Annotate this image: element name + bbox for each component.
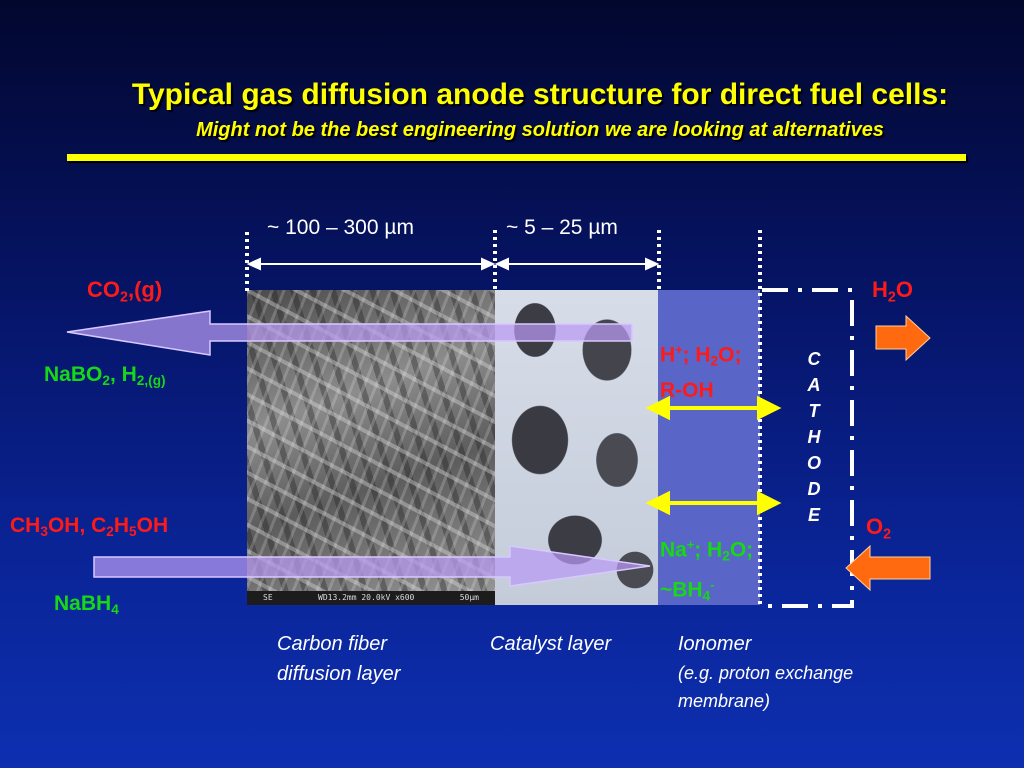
oxygen-in-arrow — [845, 544, 931, 592]
catalyst-layer-caption: Catalyst layer — [490, 633, 612, 655]
ionomer-note-line1: (e.g. proton exchange — [678, 663, 854, 683]
oxygen-text: O — [866, 514, 884, 539]
sodium-text: Na — [660, 538, 687, 562]
proton-water-subscript: 2 — [710, 353, 719, 369]
cathode-letter: T — [808, 401, 820, 421]
co2-state: ,(g) — [127, 277, 163, 302]
water-subscript: 2 — [887, 289, 896, 306]
methanol-text: CH — [10, 514, 41, 537]
cathode-label: C A T H O D E — [802, 346, 826, 528]
co2-gas-label: CO2,(g) — [87, 277, 162, 305]
cathode-letter: C — [807, 349, 821, 369]
oxygen-reactant-label: O2 — [866, 514, 891, 542]
borohydride-text: ~BH — [660, 578, 703, 602]
ethanol-text-c: OH — [136, 514, 169, 537]
proton-species-label: H+; H2O; R-OH — [660, 336, 741, 405]
sem-info-strip: SE WD13.2mm 20.0kV x600 50µm — [247, 591, 495, 605]
carbon-fiber-micrograph: SE WD13.2mm 20.0kV x600 50µm — [247, 290, 495, 605]
nabo2-text: NaBO — [44, 363, 103, 386]
nabh4-label: NaBH4 — [54, 592, 119, 617]
ionomer-note-line2: membrane) — [678, 691, 771, 711]
fiber-caption-line1: Carbon fiber — [277, 633, 388, 655]
title-underline — [67, 154, 966, 161]
cathode-letter: D — [807, 479, 821, 499]
sodium-water-tail: O; — [729, 538, 754, 562]
water-text: H — [872, 277, 888, 302]
oxygen-subscript: 2 — [883, 526, 892, 543]
roh-text: R-OH — [660, 378, 714, 402]
cathode-letter: E — [807, 505, 820, 525]
methanol-subscript: 3 — [40, 524, 48, 540]
fiber-caption-line2: diffusion layer — [277, 663, 401, 685]
water-product-label: H2O — [872, 277, 913, 305]
co2-exhaust-arrow — [66, 310, 633, 356]
proton-superscript: + — [675, 343, 683, 357]
ethanol-subscript-b: 5 — [129, 524, 137, 540]
sem-settings-label: WD13.2mm 20.0kV x600 — [318, 593, 415, 602]
alcohol-fuels-label: CH3OH, C2H5OH — [10, 514, 168, 539]
borohydride-subscript: 4 — [702, 588, 711, 604]
ethanol-text-a: OH, C — [47, 514, 107, 537]
water-out-arrow — [875, 314, 931, 362]
ethanol-text-b: H — [113, 514, 130, 537]
proton-water-text: ; H — [682, 343, 711, 367]
water-tail: O — [895, 277, 913, 302]
co2-subscript: 2 — [120, 289, 128, 306]
cathode-letter: A — [807, 375, 821, 395]
proton-text: H — [660, 343, 676, 367]
ionomer-caption: Ionomer — [678, 633, 752, 655]
sodium-water-text: ; H — [694, 538, 723, 562]
proton-water-tail: O; — [718, 343, 742, 367]
slide-subtitle: Might not be the best engineering soluti… — [196, 119, 884, 141]
ionomer-layer — [658, 290, 760, 605]
ethanol-subscript-a: 2 — [106, 524, 114, 540]
borohydride-charge: - — [710, 577, 715, 592]
h2-text: , H — [109, 363, 137, 386]
sodium-species-label: Na+; H2O; ~BH4- — [660, 531, 753, 610]
nabh4-subscript: 4 — [111, 602, 119, 618]
sodium-superscript: + — [686, 538, 695, 552]
fuel-feed-arrow — [93, 545, 651, 587]
nabo2-h2-label: NaBO2, H2,(g) — [44, 363, 166, 388]
sodium-water-subscript: 2 — [722, 548, 730, 564]
cathode-letter: O — [806, 453, 821, 473]
co2-text: CO — [87, 277, 120, 302]
fiber-layer-caption: Carbon fiber diffusion layer — [277, 629, 400, 689]
nabh4-text: NaBH — [54, 592, 112, 615]
slide-title: Typical gas diffusion anode structure fo… — [131, 78, 949, 111]
sem-scale-label: 50µm — [459, 593, 479, 602]
nabo2-subscript: 2 — [102, 373, 110, 389]
ionomer-note: (e.g. proton exchange membrane) — [678, 659, 853, 715]
cathode-box — [762, 288, 854, 608]
fiber-thickness-label: ~ 100 – 300 µm — [267, 216, 414, 239]
catalyst-thickness-label: ~ 5 – 25 µm — [506, 216, 618, 239]
h2-subscript: 2,(g) — [136, 373, 166, 389]
sem-mode-label: SE — [263, 593, 273, 602]
cathode-letter: H — [807, 427, 821, 447]
